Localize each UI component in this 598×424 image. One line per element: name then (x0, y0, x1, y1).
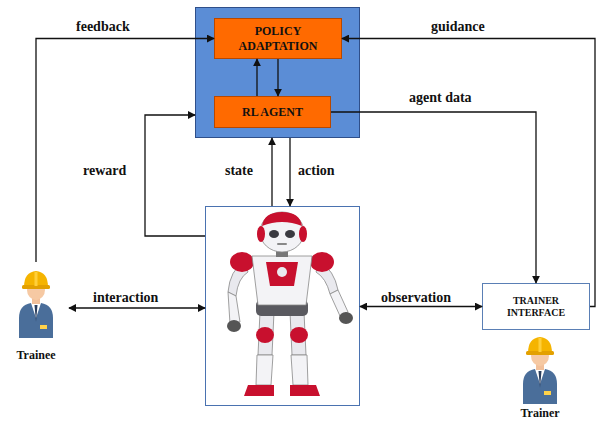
edge-label-box: state (224, 161, 254, 179)
node-text: Trainer (520, 406, 559, 420)
connector-arrow (256, 59, 257, 96)
edge-label-box: feedback (75, 17, 131, 35)
node-text: TRAINER INTERFACE (489, 295, 583, 319)
edge-label-box: agent data (408, 88, 473, 106)
connector-arrow (277, 59, 278, 96)
edge-label-box: observation (380, 288, 452, 306)
process-box: RL AGENT (214, 96, 331, 128)
person-figure: Trainer (505, 335, 575, 420)
person-figure: Trainee (3, 262, 69, 362)
connector-arrow (69, 307, 205, 308)
connector-arrow (36, 39, 214, 263)
edge-label-box: interaction (92, 288, 159, 306)
node-text: RL AGENT (242, 105, 303, 119)
trainee-icon (19, 271, 53, 338)
edge-label-box: action (297, 161, 336, 179)
edge-label: guidance (430, 19, 486, 34)
robot-illustration (227, 212, 353, 396)
interface-box: TRAINER INTERFACE (482, 283, 590, 330)
process-box: POLICY ADAPTATION (214, 18, 342, 59)
connector-arrow (342, 39, 595, 307)
connector-arrow (271, 138, 272, 206)
node-text: Trainee (16, 348, 55, 362)
edge-label: state (224, 163, 254, 178)
edge-label: action (297, 163, 336, 178)
edge-label: agent data (408, 90, 473, 105)
connector-arrow (289, 138, 290, 206)
connector-arrow (331, 112, 536, 283)
edge-label: reward (82, 163, 127, 178)
edge-label: observation (380, 290, 452, 305)
node-text: POLICY ADAPTATION (218, 24, 338, 53)
robot-box (205, 206, 360, 406)
edge-label: feedback (75, 19, 131, 34)
edge-label-box: reward (82, 161, 127, 179)
edge-label: interaction (92, 290, 159, 305)
edge-label-box: guidance (430, 17, 486, 35)
connector-arrow (360, 306, 482, 307)
trainer-icon (523, 337, 557, 404)
